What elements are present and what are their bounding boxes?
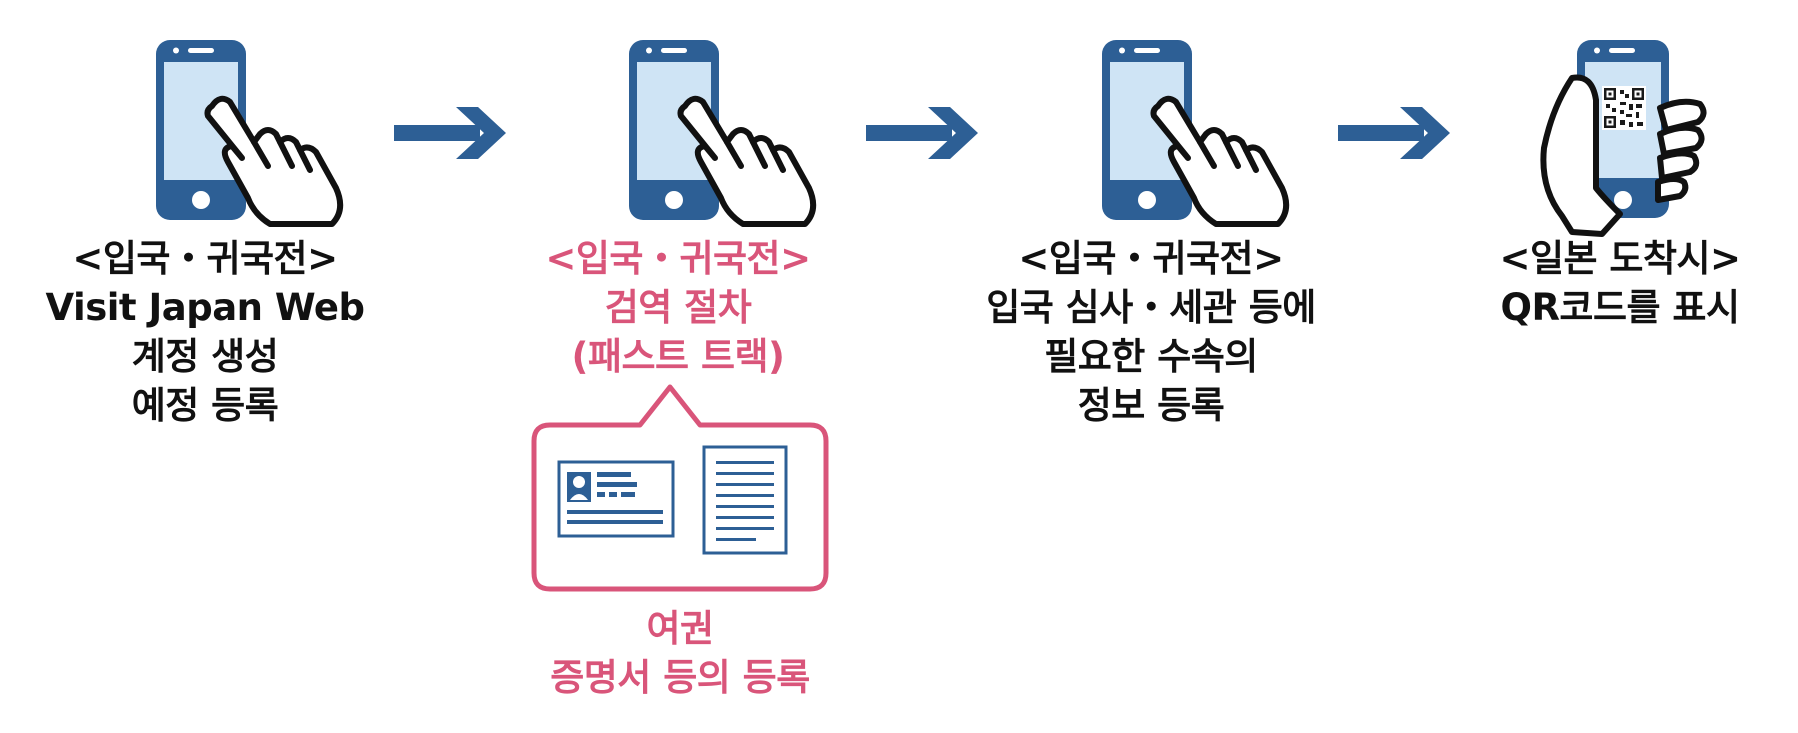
step-1-line: 계정 생성 — [131, 335, 279, 378]
step-4-caption: <일본 도착시> QR코드를 표시 — [1460, 234, 1780, 332]
step-3-caption: <입국・귀국전> 입국 심사・세관 등에 필요한 수속의 정보 등록 — [951, 234, 1351, 430]
id-card-icon — [557, 460, 675, 538]
step-3-line: <입국・귀국전> — [1018, 237, 1284, 280]
step-4-line: QR코드를 표시 — [1500, 286, 1740, 329]
phone-qr-hand-icon — [1540, 40, 1707, 237]
phone-touch-icon — [1102, 40, 1290, 227]
step-1-line: 예정 등록 — [131, 384, 279, 427]
step-1-caption: <입국・귀국전> Visit Japan Web 계정 생성 예정 등록 — [25, 234, 385, 430]
step-2-line: 검역 절차 — [604, 286, 752, 329]
callout-line: 여권 — [646, 607, 714, 650]
phone-touch-icon — [156, 40, 344, 227]
step-3-line: 입국 심사・세관 등에 — [986, 286, 1316, 329]
step-1-line: <입국・귀국전> — [72, 237, 338, 280]
step-2-line: (패스트 트랙) — [571, 335, 785, 378]
step-3-line: 필요한 수속의 — [1044, 335, 1258, 378]
arrow-right-icon — [394, 107, 506, 159]
callout-caption: 여권 증명서 등의 등록 — [480, 604, 880, 702]
step-3-line: 정보 등록 — [1077, 384, 1225, 427]
arrow-right-icon — [1338, 107, 1450, 159]
arrow-right-icon — [866, 107, 978, 159]
step-1-line: Visit Japan Web — [45, 286, 365, 329]
callout-line: 증명서 등의 등록 — [550, 656, 810, 699]
step-4-line: <일본 도착시> — [1499, 237, 1741, 280]
phone-touch-icon — [629, 40, 817, 227]
qr-code-icon — [1602, 86, 1646, 130]
step-2-caption: <입국・귀국전> 검역 절차 (패스트 트랙) — [498, 234, 858, 381]
document-icon — [702, 445, 788, 555]
step-2-line: <입국・귀국전> — [545, 237, 811, 280]
